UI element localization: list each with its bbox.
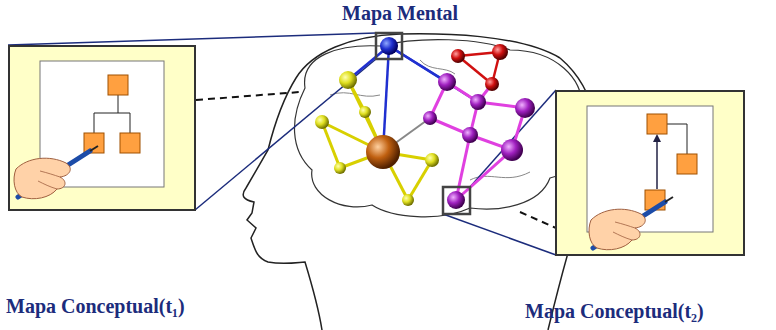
map-arrow: [656, 140, 658, 189]
map-link: [667, 124, 687, 154]
magenta-links: [430, 82, 525, 200]
dashed-line: [196, 92, 300, 100]
spheres: [315, 37, 535, 209]
yellow-links: [322, 80, 432, 200]
zoom-line: [8, 33, 376, 45]
dashed-line: [520, 212, 556, 228]
zoom-square: [376, 33, 402, 59]
diagram-title: Mapa Mental: [342, 2, 458, 25]
zoom-line: [443, 214, 556, 255]
concept-map-panel: Mapa Conceptual(t₂): [555, 90, 745, 256]
map-link: [118, 113, 130, 133]
concept-map-panel: Mapa Conceptual(t₁): [8, 45, 196, 211]
brain-outline: [295, 40, 587, 217]
concept-square: [647, 114, 667, 134]
zoom-line: [470, 90, 556, 187]
concept-square: [120, 133, 140, 153]
map-arrowhead: [653, 134, 661, 142]
map-link: [94, 95, 118, 133]
blue-links: [348, 46, 478, 152]
hand-with-pen: [589, 197, 673, 250]
panel-caption: Mapa Conceptual(t₂): [525, 300, 704, 322]
concept-map-drawing: [557, 92, 743, 254]
panel-caption: Mapa Conceptual(t₁): [6, 295, 185, 317]
hand-with-pen: [14, 146, 98, 199]
concept-map-drawing: [10, 47, 194, 209]
concept-square: [677, 154, 697, 174]
concept-square: [108, 75, 128, 95]
zoom-square: [443, 187, 470, 214]
